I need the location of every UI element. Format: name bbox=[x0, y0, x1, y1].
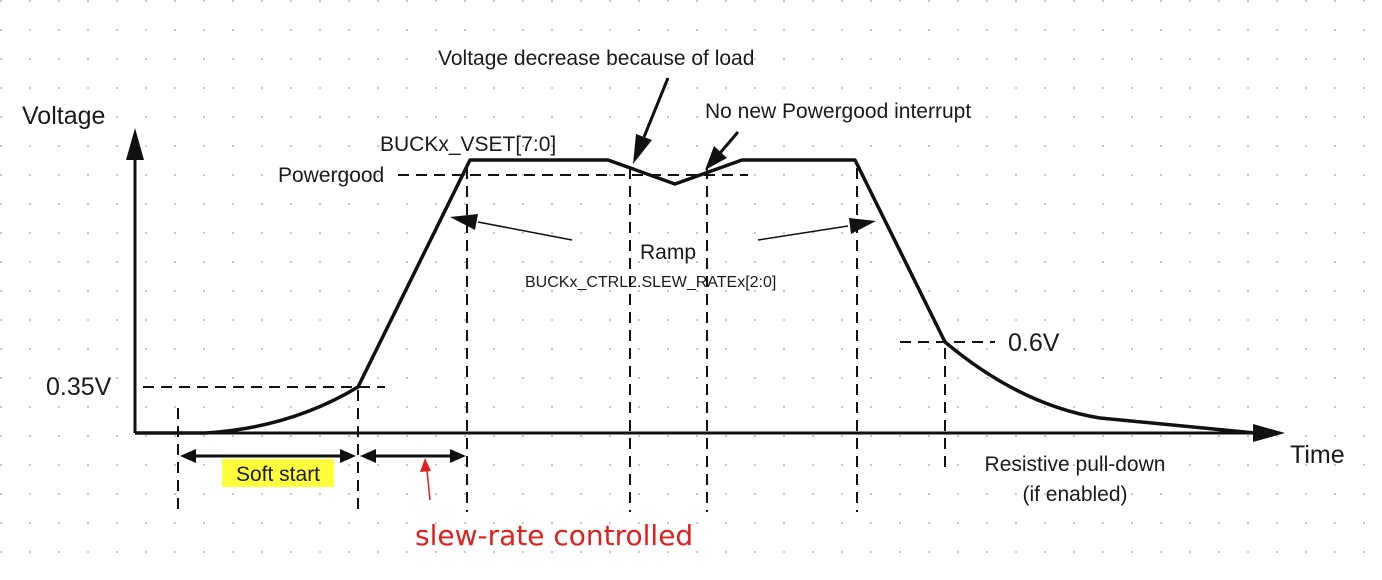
ramp-register-label: BUCKx_CTRL2.SLEW_RATEx[2:0] bbox=[525, 274, 776, 291]
y-axis-arrowhead bbox=[126, 128, 144, 160]
no-interrupt-label: No new Powergood interrupt bbox=[705, 100, 971, 123]
slew-arrowhead-right bbox=[450, 449, 466, 463]
ramp-label: Ramp bbox=[640, 241, 696, 264]
slew-callout-arrowhead bbox=[420, 458, 431, 472]
vset-label: BUCKx_VSET[7:0] bbox=[380, 133, 556, 156]
load-drop-pointer bbox=[642, 77, 670, 138]
level-06-label: 0.6V bbox=[1008, 329, 1060, 357]
x-axis-arrowhead bbox=[1253, 424, 1285, 442]
no-interrupt-arrowhead bbox=[705, 146, 727, 170]
load-drop-label: Voltage decrease because of load bbox=[438, 47, 754, 70]
ramp-pointer-left bbox=[477, 221, 573, 241]
soft-start-highlight bbox=[222, 459, 334, 487]
soft-start-arrowhead-left bbox=[180, 449, 196, 463]
voltage-waveform bbox=[135, 158, 1256, 435]
slew-arrowhead-left bbox=[360, 449, 376, 463]
slew-callout-line bbox=[426, 469, 431, 501]
soft-start-arrowhead-right bbox=[340, 449, 356, 463]
soft-start-label: Soft start bbox=[236, 463, 320, 486]
load-drop-arrowhead bbox=[633, 134, 652, 164]
powergood-label: Powergood bbox=[278, 164, 384, 187]
ramp-pointer-right bbox=[757, 225, 849, 241]
slew-rate-controlled-label: slew-rate controlled bbox=[415, 519, 693, 552]
pulldown-label: Resistive pull-down bbox=[985, 453, 1166, 476]
y-axis-label: Voltage bbox=[22, 102, 105, 130]
x-axis-label: Time bbox=[1290, 441, 1345, 469]
ramp-arrowhead-left bbox=[450, 214, 478, 230]
level-035-label: 0.35V bbox=[46, 373, 112, 401]
pulldown-condition-label: (if enabled) bbox=[1022, 483, 1127, 506]
ramp-arrowhead-right bbox=[849, 218, 876, 234]
no-interrupt-pointer bbox=[718, 131, 740, 154]
